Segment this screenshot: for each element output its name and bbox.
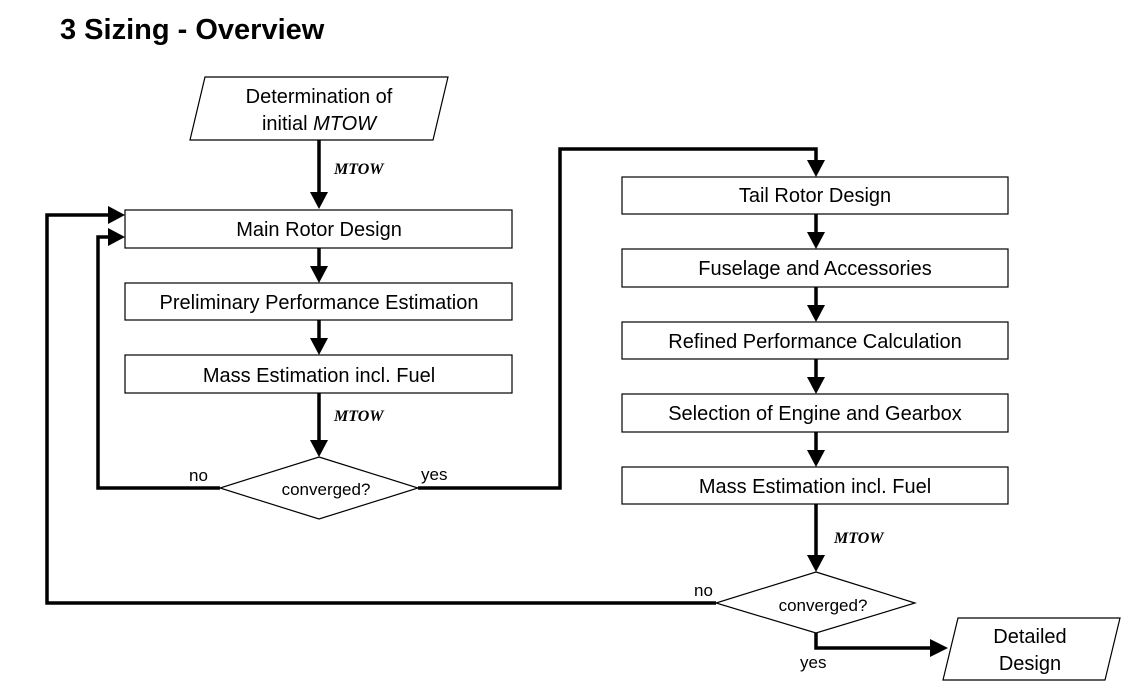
prelim-perf-label: Preliminary Performance Estimation	[160, 292, 479, 314]
edge-label-yes-2: yes	[800, 653, 826, 672]
edge-label-mtow-1: MTOW	[333, 161, 385, 178]
converged-1-label: converged?	[282, 480, 371, 499]
edge-label-yes-1: yes	[421, 465, 447, 484]
engine-gearbox-box: Selection of Engine and Gearbox	[621, 393, 1009, 433]
main-rotor-label: Main Rotor Design	[236, 219, 402, 241]
tail-rotor-box: Tail Rotor Design	[621, 176, 1009, 215]
arrowhead	[310, 266, 328, 283]
arrowhead	[807, 450, 825, 467]
arrowhead	[807, 305, 825, 322]
fuselage-box: Fuselage and Accessories	[621, 248, 1009, 288]
tail-rotor-label: Tail Rotor Design	[739, 185, 891, 207]
edge-label-mtow-3: MTOW	[833, 530, 885, 547]
arrowhead	[930, 639, 948, 657]
arrowhead	[108, 228, 125, 246]
edge-label-no-2: no	[694, 581, 713, 600]
end-line-2: Design	[999, 653, 1061, 675]
end-node: Detailed Design	[942, 617, 1121, 681]
edge-label-mtow-2: MTOW	[333, 408, 385, 425]
main-rotor-box: Main Rotor Design	[124, 209, 513, 249]
mass-est-1-box: Mass Estimation incl. Fuel	[124, 354, 513, 394]
page-title: 3 Sizing - Overview	[60, 14, 325, 46]
converged-2-diamond: converged?	[713, 571, 918, 634]
fuselage-label: Fuselage and Accessories	[698, 258, 931, 280]
mass-est-1-label: Mass Estimation incl. Fuel	[203, 365, 435, 387]
end-line-1: Detailed	[993, 626, 1066, 648]
start-line-1: Determination of	[246, 86, 393, 108]
arrowhead	[310, 192, 328, 209]
edge-converged-2-yes	[814, 633, 933, 650]
prelim-perf-box: Preliminary Performance Estimation	[124, 282, 513, 321]
start-node: Determination of initial MTOW	[189, 76, 449, 141]
converged-2-label: converged?	[779, 596, 868, 615]
mass-est-2-label: Mass Estimation incl. Fuel	[699, 476, 931, 498]
start-line-2: initial MTOW	[262, 113, 378, 135]
arrowhead	[807, 160, 825, 177]
refined-perf-box: Refined Performance Calculation	[621, 321, 1009, 360]
connectors	[45, 140, 948, 657]
arrowhead	[807, 377, 825, 394]
edge-label-no-1: no	[189, 466, 208, 485]
converged-1-diamond: converged?	[217, 456, 421, 520]
arrowhead	[108, 206, 125, 224]
edge-converged-1-yes	[418, 147, 818, 490]
arrowhead	[807, 555, 825, 572]
arrowhead	[310, 440, 328, 457]
edge-converged-1-no	[96, 235, 220, 490]
edge-converged-2-no	[45, 213, 716, 605]
refined-perf-label: Refined Performance Calculation	[668, 331, 962, 353]
engine-gearbox-label: Selection of Engine and Gearbox	[668, 403, 962, 425]
mass-est-2-box: Mass Estimation incl. Fuel	[621, 466, 1009, 505]
arrowhead	[310, 338, 328, 355]
arrowhead	[807, 232, 825, 249]
